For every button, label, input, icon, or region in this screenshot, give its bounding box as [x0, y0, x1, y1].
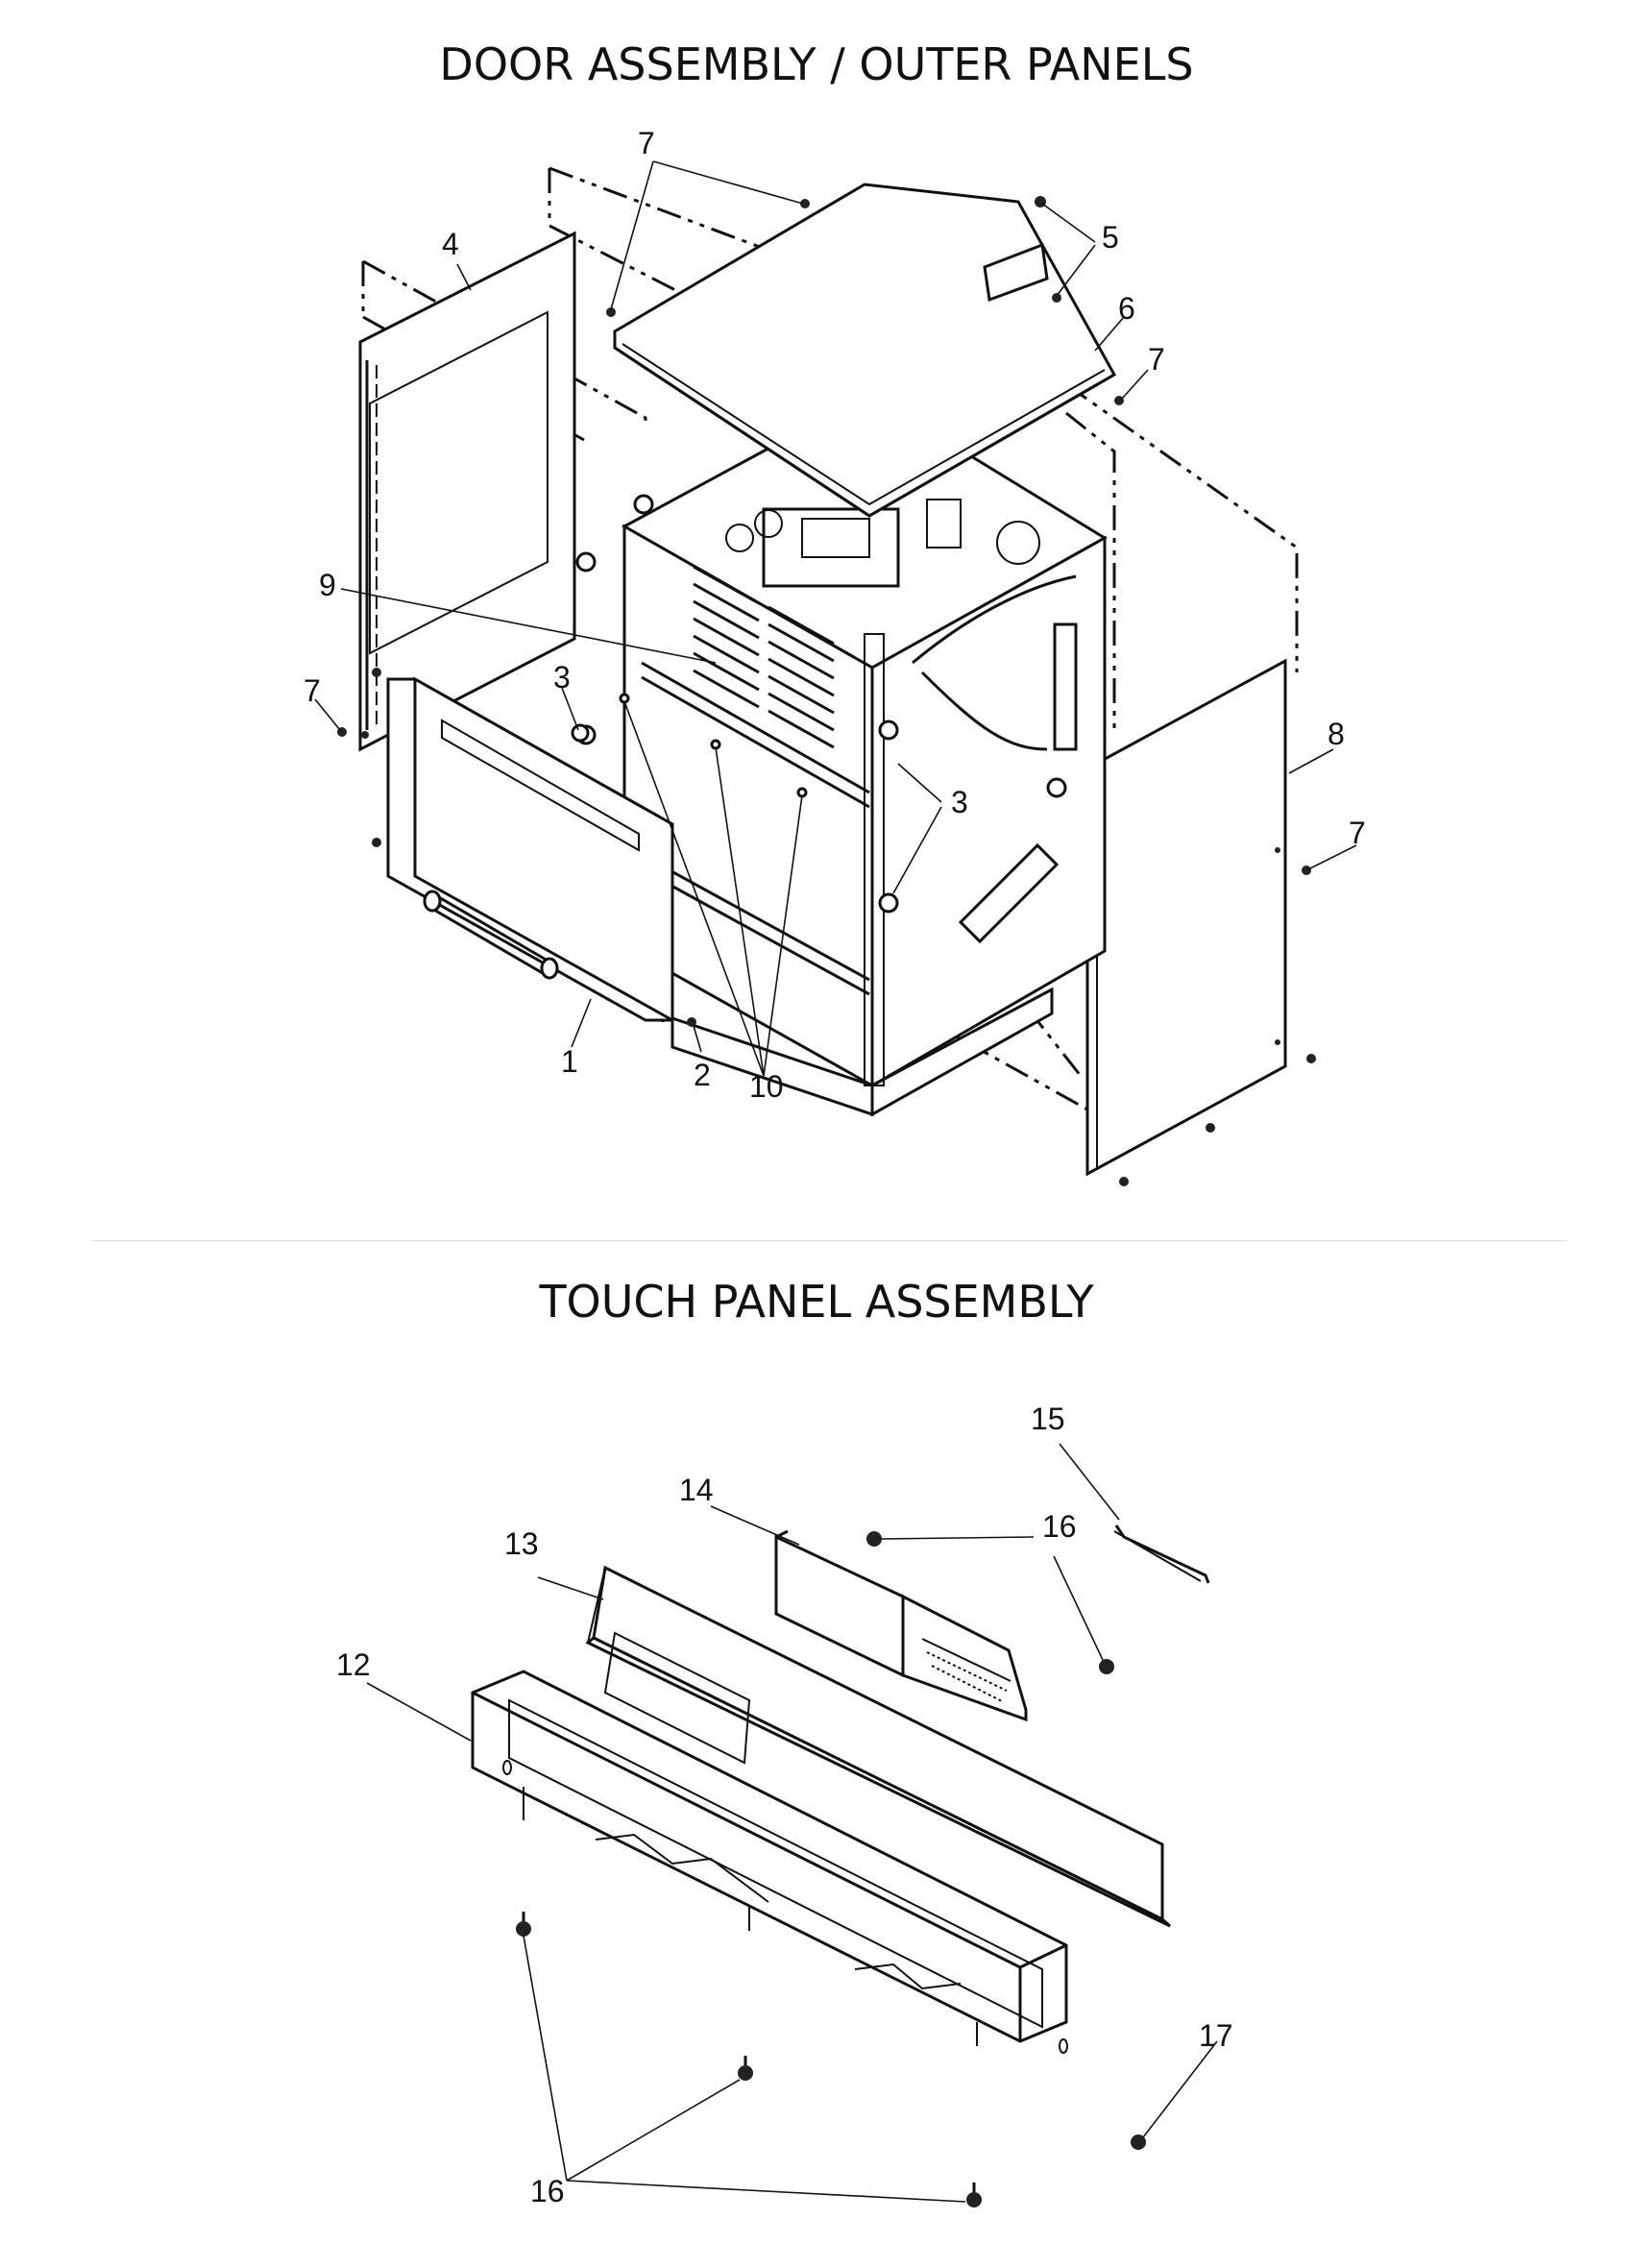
wire-clip	[1113, 1524, 1210, 1584]
top-panel	[613, 183, 1117, 518]
callout-label: 9	[319, 568, 336, 602]
callout-label: 7	[304, 673, 321, 708]
callout-label: 13	[504, 1526, 539, 1561]
callout-label: 16	[1042, 1509, 1077, 1544]
touch-panel-callouts: 15 14 16 13 12 17 16	[336, 1402, 1233, 2208]
control-bezel	[471, 1670, 1068, 2054]
diagram-title-door-assembly: DOOR ASSEMBLY / OUTER PANELS	[439, 38, 1194, 90]
left-side-panel	[358, 231, 576, 752]
callout-label: 17	[1199, 2018, 1233, 2053]
callout-label: 6	[1118, 291, 1135, 326]
callout-label: 5	[1102, 220, 1119, 255]
door-assembly-drawing: 7 5 4 6 7 9 7 3 8 3 7 1 2 10	[304, 126, 1366, 1186]
display-panel	[585, 1565, 1171, 1928]
cabinet-vents	[693, 565, 835, 749]
callout-label: 14	[679, 1473, 714, 1507]
callout-label: 3	[553, 660, 571, 695]
door-panel	[372, 676, 674, 1023]
callout-label: 8	[1328, 717, 1345, 751]
diagram-title-touch-panel: TOUCH PANEL ASSEMBLY	[539, 1276, 1094, 1328]
right-side-panel	[1085, 658, 1287, 1177]
callout-label: 3	[951, 785, 968, 819]
touch-panel-leaders	[366, 1443, 1218, 2203]
touch-panel-screws	[516, 1531, 1146, 2207]
section-divider	[91, 1240, 1566, 1241]
callout-label: 10	[749, 1069, 784, 1104]
callout-label: 15	[1031, 1402, 1065, 1436]
callout-label: 1	[561, 1044, 578, 1079]
control-board	[774, 1529, 1028, 1722]
cabinet-body	[575, 392, 1108, 1117]
callout-label: 7	[638, 126, 655, 160]
callout-label: 2	[694, 1058, 711, 1092]
door-assembly-callouts: 7 5 4 6 7 9 7 3 8 3 7 1 2 10	[304, 126, 1366, 1104]
touch-panel-drawing: 15 14 16 13 12 17 16	[336, 1402, 1233, 2208]
callout-label: 7	[1148, 342, 1165, 377]
leader-lines	[314, 160, 1357, 1077]
callout-label: 12	[336, 1647, 371, 1682]
callout-label: 4	[442, 227, 459, 261]
callout-label: 16	[530, 2174, 565, 2208]
callout-label: 7	[1349, 816, 1366, 850]
